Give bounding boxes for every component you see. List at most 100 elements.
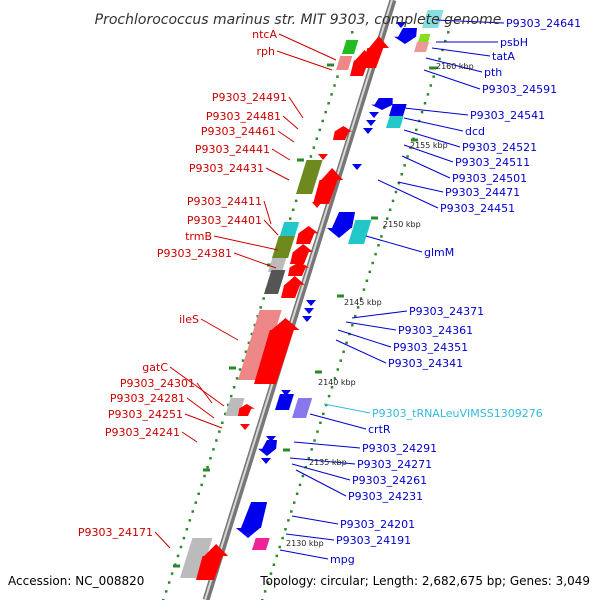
tick-right [278, 545, 281, 549]
gene-red-2 [296, 226, 319, 244]
gene-label-right: tatA [492, 50, 515, 63]
tick-major [371, 216, 378, 220]
scale-label: 2140 kbp [318, 378, 356, 387]
gene-ileS [238, 310, 282, 380]
topology-text: Topology: circular; Length: 2,682,675 bp… [259, 574, 590, 588]
tick-right [362, 288, 366, 291]
leader-right [435, 19, 505, 24]
tick-left [164, 590, 168, 593]
tick-left [247, 341, 251, 345]
gene-blue-chevron-4 [363, 128, 373, 134]
gene-red-5 [254, 318, 300, 384]
tick-left [191, 510, 195, 513]
gene-blue-3 [275, 394, 294, 410]
tick-left [309, 155, 313, 158]
tick-right [415, 128, 418, 132]
tick-major [229, 366, 236, 370]
tick-right [432, 75, 435, 78]
gene-P9303_24441 [296, 160, 323, 194]
gene-red-chevron [318, 154, 328, 160]
tick-right [365, 279, 369, 282]
leader-right [403, 129, 461, 148]
gene-label-right: crtR [368, 423, 391, 436]
tick-left [206, 465, 209, 469]
gene-P9303_24641 [422, 10, 444, 28]
scale-label: 2135 kbp [309, 458, 347, 467]
gene-label-left: ntcA [252, 28, 277, 41]
tick-major [297, 158, 304, 162]
tick-right [284, 528, 287, 531]
leader-left [271, 148, 291, 161]
tick-right [377, 244, 380, 247]
gene-blue-chevron-9 [281, 390, 291, 396]
tick-left [229, 394, 233, 398]
gene-psbH [418, 34, 431, 42]
gene-rph [336, 56, 353, 70]
tick-right [426, 93, 430, 96]
tick-right [290, 510, 293, 513]
gene-label-left: P9303_24401 [187, 214, 262, 227]
scale-label: 2155 kbp [410, 141, 448, 150]
gene-label-right: P9303_24371 [409, 305, 484, 318]
leader-right [423, 69, 481, 90]
tick-right [275, 554, 279, 558]
gene-blue-chevron-8 [302, 316, 312, 322]
tick-left [351, 31, 354, 34]
tick-right [266, 581, 270, 584]
tick-right [406, 155, 409, 158]
gene-label-right: P9303_24261 [352, 474, 427, 487]
tick-right [263, 590, 267, 593]
gene-P9303_24201 [236, 502, 268, 538]
leader-right [403, 144, 454, 163]
tick-major [429, 66, 436, 70]
gene-label-right: P9303_24501 [452, 172, 527, 185]
leader-left [233, 252, 277, 269]
leader-right [289, 457, 356, 465]
tick-major [315, 370, 322, 374]
tick-left [238, 368, 242, 371]
gene-label-left: P9303_24491 [212, 91, 287, 104]
scale-label: 2145 kbp [344, 298, 382, 307]
tick-left [182, 536, 186, 540]
gene-blue-chevron-7 [304, 308, 314, 314]
gene-label-right: P9303_24361 [398, 324, 473, 337]
tick-left [232, 386, 236, 389]
tick-right [336, 368, 340, 371]
gene-blue-chevron-11 [261, 458, 271, 464]
tick-left [221, 421, 224, 424]
gene-P9303_24461 [333, 126, 353, 140]
gene-label-right: P9303_24511 [455, 156, 530, 169]
gene-blue-2 [327, 212, 356, 238]
gene-blue-chevron-6 [306, 300, 316, 306]
gene-red-7 [196, 544, 229, 580]
gene-label-left: P9303_24461 [201, 125, 276, 138]
gene-red-chevron-2 [312, 202, 322, 208]
gene-P9303_24171 [180, 538, 213, 578]
leader-right [401, 155, 451, 179]
leader-left [186, 397, 215, 419]
gene-label-right: P9303_24291 [362, 442, 437, 455]
leader-right [293, 441, 361, 449]
leader-left [200, 318, 239, 341]
tick-left [294, 199, 298, 203]
tick-left [244, 350, 248, 353]
gene-label-right: glmM [424, 246, 454, 259]
accession-text: Accession: NC_008820 [8, 574, 144, 588]
tick-left [253, 323, 257, 327]
tick-left [321, 119, 324, 123]
leader-left [196, 382, 213, 404]
tick-left [185, 528, 189, 531]
tick-right [374, 252, 377, 256]
map-title: Prochlorococcus marinus str. MIT 9303, c… [95, 12, 502, 28]
leader-right [345, 321, 397, 331]
tick-left [327, 102, 330, 105]
gene-label-right: psbH [500, 36, 528, 49]
tick-right [339, 359, 342, 362]
leader-left [181, 431, 198, 443]
tick-right [319, 421, 322, 424]
leader-left [277, 130, 295, 143]
tick-left [250, 332, 254, 336]
tick-left [333, 84, 336, 87]
gene-red-4 [281, 276, 305, 298]
